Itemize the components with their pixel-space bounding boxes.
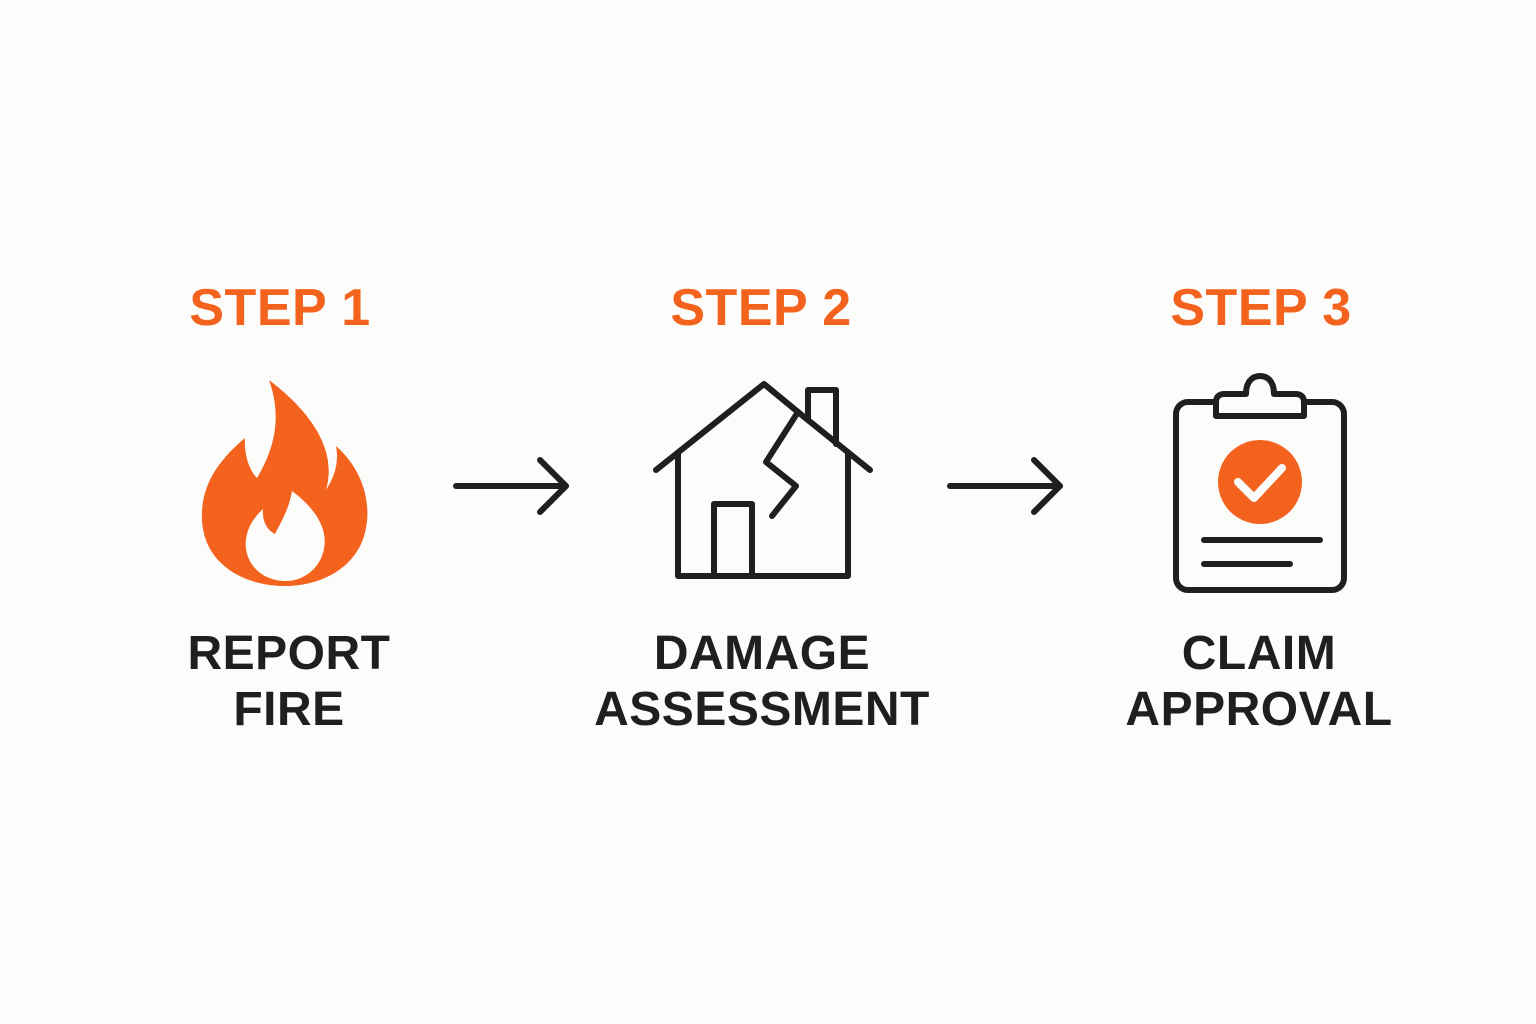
step-1-label: STEP 1 <box>189 279 371 337</box>
arrow-right-icon <box>453 457 569 515</box>
step-2-label: STEP 2 <box>670 279 852 337</box>
fire-icon <box>201 380 368 586</box>
step-1-title-line-2: FIRE <box>233 683 345 736</box>
step-3-label: STEP 3 <box>1170 279 1352 337</box>
step-2-title: DAMAGE ASSESSMENT <box>552 626 972 738</box>
clipboard-check-icon <box>1173 373 1347 593</box>
step-3-title-line-1: CLAIM <box>1181 627 1337 680</box>
step-3-title: CLAIM APPROVAL <box>1049 626 1469 738</box>
step-1-title: REPORT FIRE <box>79 626 499 738</box>
damaged-house-icon <box>653 381 873 579</box>
step-1-title-line-1: REPORT <box>187 627 391 680</box>
arrow-right-icon <box>947 457 1063 515</box>
step-3-title-line-2: APPROVAL <box>1125 683 1393 736</box>
step-2-title-line-1: DAMAGE <box>653 627 871 680</box>
step-2-title-line-2: ASSESSMENT <box>594 683 930 736</box>
